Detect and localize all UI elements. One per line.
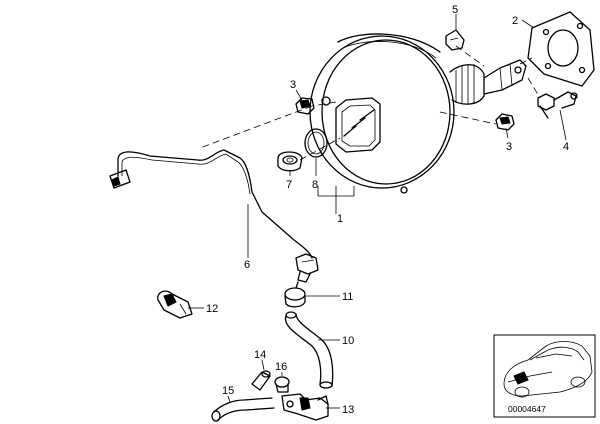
callout-8: 8 (312, 179, 318, 191)
callout-4: 4 (563, 141, 569, 153)
callout-14: 14 (254, 349, 266, 361)
booster-location-marker (513, 371, 529, 385)
callout-2: 2 (512, 15, 518, 27)
o-ring-part-8 (304, 128, 328, 158)
car-outline (503, 341, 593, 398)
vacuum-line-part-6 (109, 149, 319, 283)
clip-part-5 (445, 29, 465, 51)
callout-3-upper: 3 (290, 79, 296, 91)
callout-6: 6 (244, 259, 250, 271)
clamp-part-11 (284, 281, 306, 308)
callout-15: 15 (222, 385, 234, 397)
check-valve-part-13 (281, 393, 329, 421)
callout-16: 16 (275, 361, 287, 373)
hose-part-10 (284, 311, 334, 389)
nut-part-3-left (295, 97, 315, 115)
callout-12: 12 (206, 303, 218, 315)
document-number: 00004647 (508, 404, 546, 414)
fitting-part-12 (157, 290, 193, 319)
brake-booster (309, 33, 527, 194)
clevis-pin-part-4 (537, 91, 578, 119)
nut-part-3-right (495, 113, 515, 131)
vehicle-locator-inset: 00004647 (493, 334, 596, 418)
grommet-part-7 (277, 151, 303, 172)
gasket (527, 11, 595, 87)
callout-13: 13 (342, 404, 354, 416)
callout-10: 10 (342, 335, 354, 347)
callout-7: 7 (286, 179, 292, 191)
callout-1: 1 (337, 213, 343, 225)
hose-part-15 (211, 397, 275, 422)
callout-3-lower: 3 (506, 141, 512, 153)
callout-11: 11 (342, 291, 353, 303)
clamp-part-16 (274, 376, 290, 393)
tube-part-14 (251, 370, 271, 391)
callout-5: 5 (452, 4, 458, 16)
